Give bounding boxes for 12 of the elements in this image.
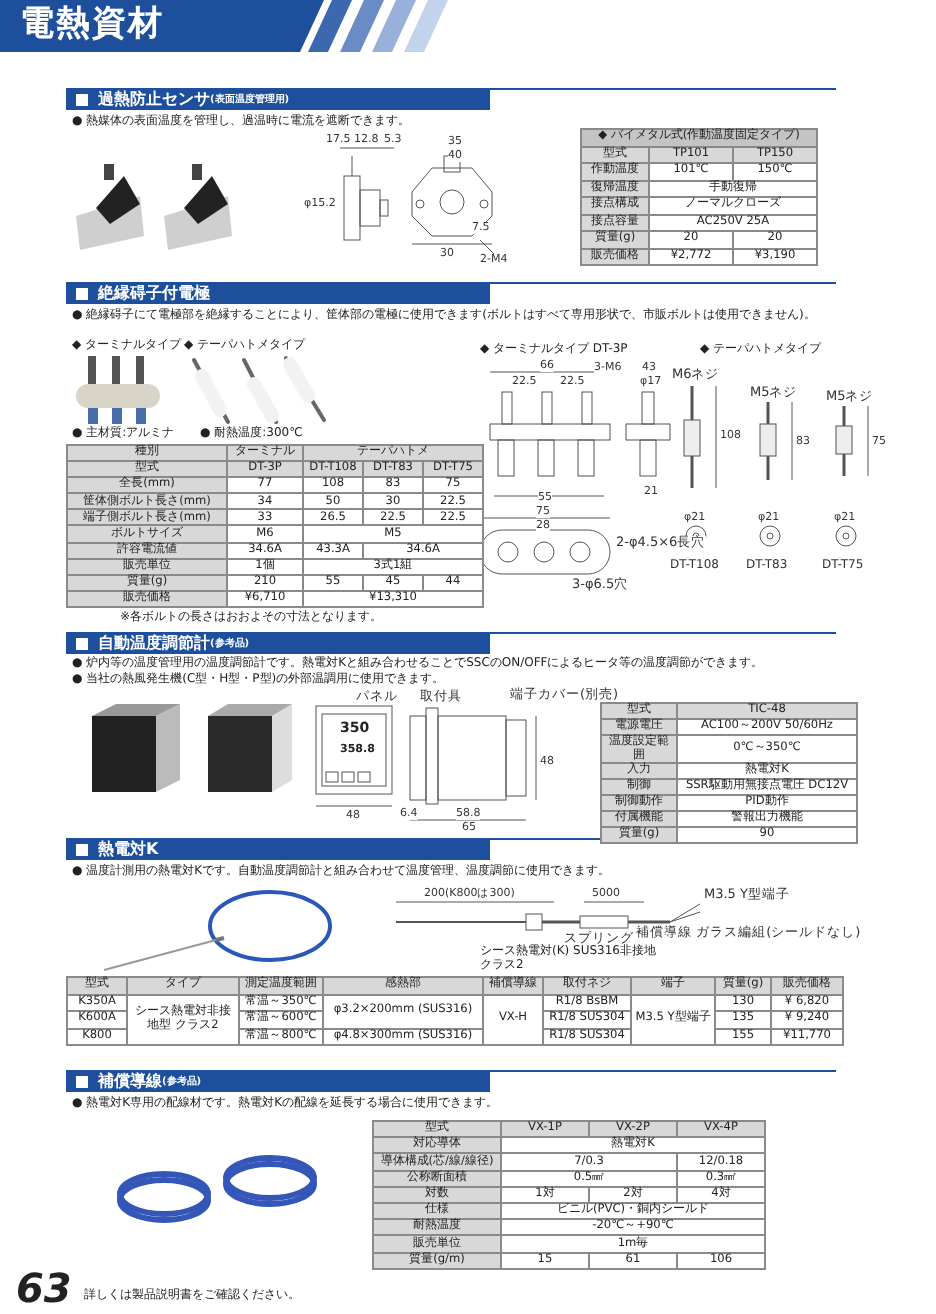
heading-text: 自動温度調節計 xyxy=(98,632,210,654)
section-heading xyxy=(66,1070,490,1092)
heading-text: 補償導線 xyxy=(98,1070,162,1092)
section-heading xyxy=(66,632,490,654)
section-heading xyxy=(66,88,490,110)
section-heading xyxy=(66,282,490,304)
heading-text: 絶縁碍子付電極 xyxy=(98,282,210,304)
heading-text: 過熱防止センサ xyxy=(98,88,210,110)
page-number: 63 xyxy=(16,1266,72,1312)
page-title: 電熱資材 xyxy=(20,6,164,46)
section-heading xyxy=(66,838,490,860)
heading-text: 熱電対K xyxy=(98,838,159,860)
